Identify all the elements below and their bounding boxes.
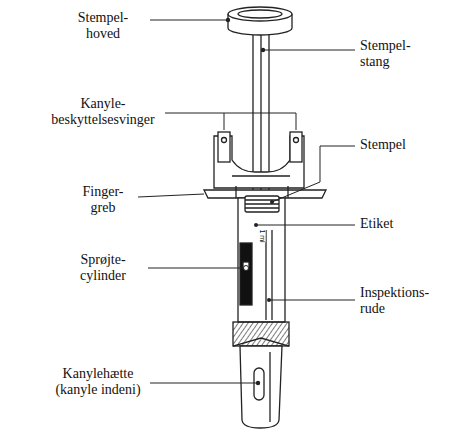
part-label: Stempel: [360, 137, 406, 153]
part-label: Sprøjte- cylinder: [80, 252, 126, 284]
part-label: Finger- greb: [83, 184, 124, 216]
part-label: Stempel- stang: [360, 38, 411, 70]
leader-lines: [138, 20, 355, 383]
part-label: Stempel- hoved: [78, 10, 129, 42]
part-label: Inspektions- rude: [360, 285, 429, 317]
needle-cap: [240, 346, 282, 428]
part-label: Kanylehætte (kanyle indeni): [42, 366, 154, 398]
syringe-barrel: [238, 198, 285, 322]
part-label: Etiket: [360, 216, 393, 232]
label-strip: [240, 243, 252, 305]
volume-mark: 1 ml: [258, 229, 266, 242]
stopper: [245, 196, 279, 212]
part-label: Kanyle- beskyttelsesvinger: [51, 96, 154, 128]
thread: [233, 322, 289, 346]
